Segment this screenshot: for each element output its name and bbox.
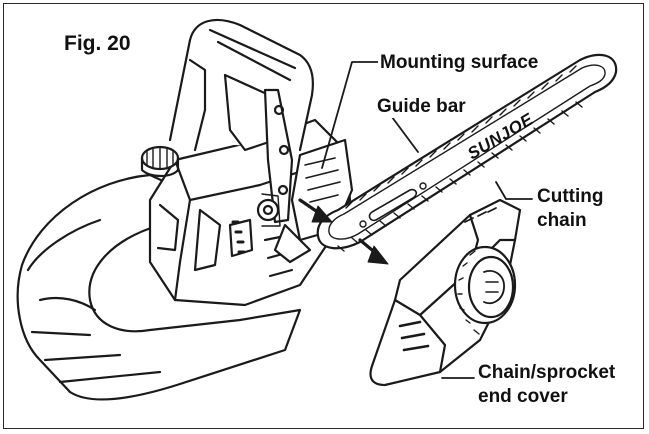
chainsaw-body [16,18,354,401]
leader-cutting-chain [495,181,533,200]
sprocket-end-cover [369,198,522,387]
leader-mounting-surface [321,61,379,169]
callout-guide-bar: Guide bar [375,96,468,118]
callout-cutting-chain-line1: Cutting [535,186,606,208]
figure-label: Fig. 20 [64,32,131,55]
callout-mounting-surface: Mounting surface [378,52,541,74]
callout-cutting-chain-line2: chain [535,210,589,232]
callout-cover-line1: Chain/sprocket [476,362,618,384]
assembly-arrows [298,198,389,265]
guide-bar [316,53,618,252]
callout-cover-line2: end cover [476,386,570,408]
